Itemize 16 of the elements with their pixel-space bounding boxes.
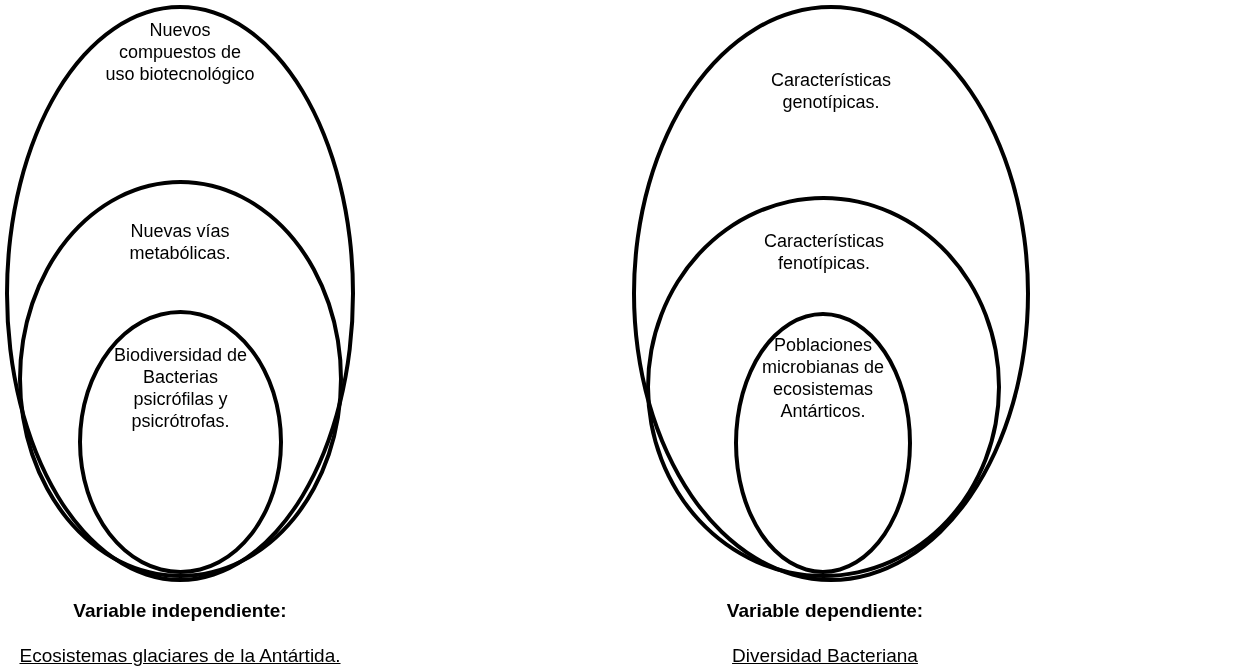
ellipse	[18, 180, 343, 578]
variable-name: Diversidad Bacteriana	[732, 645, 918, 666]
ellipse-text: Nuevas vías metabólicas.	[128, 220, 232, 264]
ellipse-text: Características genotípicas.	[769, 69, 892, 113]
ellipse-text: Biodiversidad de Bacterias psicrófilas y psicrótrofas.	[112, 344, 249, 432]
ellipse	[646, 196, 1001, 578]
variable-heading: Variable independiente:	[73, 600, 287, 622]
ellipse	[632, 5, 1030, 582]
variable-heading: Variable dependiente:	[726, 600, 924, 622]
variable-name: Ecosistemas glaciares de la Antártida.	[19, 645, 341, 666]
ellipse-text: Características fenotípicas.	[762, 230, 885, 274]
ellipse-text: Poblaciones microbianas de ecosistemas Antárticos.	[760, 334, 886, 422]
ellipse	[734, 312, 912, 574]
ellipse-text: Nuevos compuestos de uso biotecnológico	[105, 19, 255, 85]
ellipse	[78, 310, 283, 574]
ellipse	[5, 5, 355, 582]
